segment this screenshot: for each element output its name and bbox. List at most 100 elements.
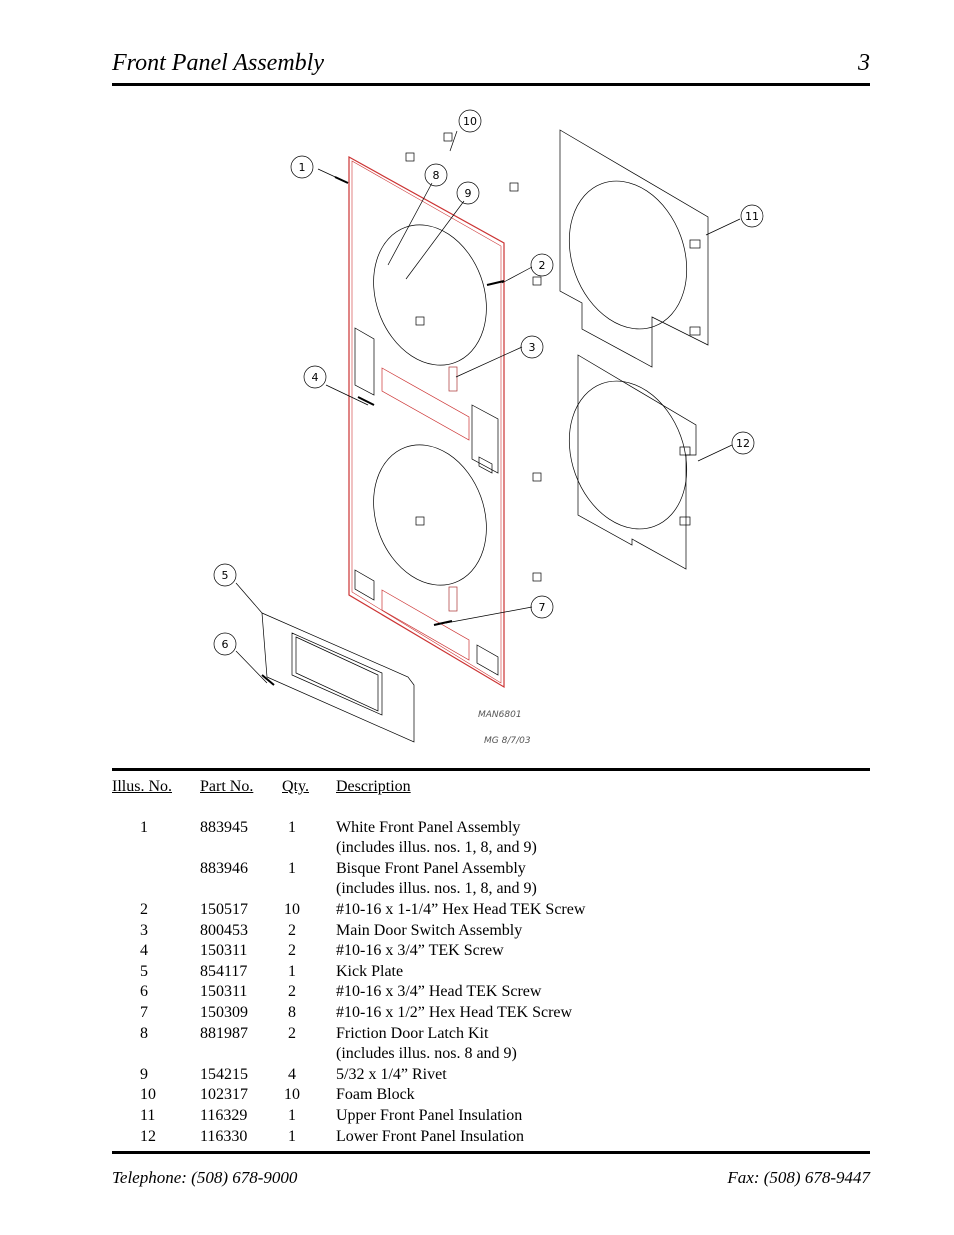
- qty-value: 2: [288, 1024, 296, 1042]
- lower-opening: [373, 444, 487, 586]
- description-cell: (includes illus. nos. 8 and 9): [336, 1045, 517, 1063]
- callout-12-label: 12: [736, 437, 750, 450]
- qty-cell: 1: [282, 1127, 336, 1148]
- callout-11-label: 11: [745, 210, 759, 223]
- part-no-cell: [200, 1044, 282, 1065]
- table-row: 7 150309 8#10-16 x 1/2” Hex Head TEK Screw: [112, 1003, 736, 1024]
- description-cell: Kick Plate: [336, 962, 404, 980]
- qty-value: 1: [288, 1127, 296, 1145]
- description-cell: Main Door Switch Assembly: [336, 921, 523, 939]
- callout-1-label: 1: [299, 161, 306, 174]
- illus-no-cell: [112, 859, 200, 880]
- header-rule: [112, 83, 870, 86]
- qty-cell: [282, 838, 336, 859]
- qty-cell: 1: [282, 1106, 336, 1127]
- illus-no-cell: 8: [140, 1024, 148, 1042]
- part-no-cell: [200, 879, 282, 900]
- callout-2-label: 2: [539, 259, 546, 272]
- part-no-cell: 883946: [200, 859, 248, 877]
- qty-cell: 2: [282, 921, 336, 942]
- qty-value: 4: [288, 1065, 296, 1083]
- callout-2-icon: [530, 253, 554, 277]
- callout-11-icon: [740, 204, 764, 228]
- page-title: Front Panel Assembly: [112, 50, 324, 76]
- callout-8-icon: [424, 163, 448, 187]
- qty-value: 10: [284, 900, 300, 918]
- header-illus: Illus. No.: [112, 778, 172, 795]
- callout-7-icon: [530, 595, 554, 619]
- qty-cell: [282, 1044, 336, 1065]
- table-bottom-rule: [112, 1151, 870, 1154]
- header-part: Part No.: [200, 778, 254, 795]
- illus-no-cell: [112, 838, 200, 859]
- illus-no-cell: 1: [140, 818, 148, 836]
- illus-no-cell: 4: [140, 942, 148, 960]
- illus-no-cell: 2: [140, 900, 148, 918]
- description-cell: #10-16 x 3/4” Head TEK Screw: [336, 983, 542, 1001]
- header-qty: Qty.: [282, 778, 309, 795]
- qty-cell: 2: [282, 941, 336, 962]
- description-cell: (includes illus. nos. 1, 8, and 9): [336, 839, 537, 857]
- qty-value: 2: [288, 942, 296, 960]
- description-cell: Bisque Front Panel Assembly: [336, 859, 526, 877]
- exploded-view-drawing: 1 2 3 4 5 6 7 8 9 10 11 12 MAN6801 MG 8/…: [112, 95, 870, 760]
- qty-cell: 4: [282, 1065, 336, 1086]
- callout-9-label: 9: [465, 187, 472, 200]
- illus-no-cell: 5: [140, 962, 148, 980]
- lower-insulation: [577, 354, 697, 570]
- illus-no-cell: 3: [140, 921, 148, 939]
- callout-4-label: 4: [312, 371, 319, 384]
- part-no-cell: 116330: [200, 1127, 248, 1145]
- illus-no-cell: [112, 1044, 200, 1065]
- header-desc: Description: [336, 778, 411, 795]
- telephone: Telephone: (508) 678-9000: [112, 1168, 298, 1187]
- qty-value: 1: [288, 818, 296, 836]
- page-header: Front Panel Assembly 3: [112, 50, 870, 84]
- callout-10-icon: [458, 109, 482, 133]
- part-no-cell: 881987: [200, 1024, 248, 1042]
- illus-no-cell: 7: [140, 1003, 148, 1021]
- qty-value: 2: [288, 983, 296, 1001]
- callout-12-icon: [731, 431, 755, 455]
- illus-no-cell: 10: [140, 1086, 156, 1104]
- description-cell: (includes illus. nos. 1, 8, and 9): [336, 880, 537, 898]
- callout-8-label: 8: [433, 169, 440, 182]
- part-no-cell: [200, 838, 282, 859]
- drawing-number: MAN6801: [478, 710, 522, 720]
- page-number: 3: [858, 50, 870, 76]
- illus-no-cell: 12: [140, 1127, 156, 1145]
- part-no-cell: 116329: [200, 1106, 248, 1124]
- qty-cell: 8: [282, 1003, 336, 1024]
- part-no-cell: 854117: [200, 962, 248, 980]
- qty-cell: 1: [282, 859, 336, 880]
- qty-cell: 2: [282, 982, 336, 1003]
- callout-1-icon: [290, 155, 314, 179]
- table-row: (includes illus. nos. 8 and 9): [112, 1044, 736, 1065]
- kick-plate: [261, 612, 415, 743]
- table-top-rule: [112, 768, 870, 771]
- description-cell: Foam Block: [336, 1086, 415, 1104]
- callout-10-label: 10: [463, 115, 477, 128]
- upper-insulation: [559, 129, 709, 368]
- description-cell: #10-16 x 1/2” Hex Head TEK Screw: [336, 1003, 573, 1021]
- callout-5-icon: [213, 563, 237, 587]
- part-no-cell: 150309: [200, 1003, 248, 1021]
- table-row: (includes illus. nos. 1, 8, and 9): [112, 879, 736, 900]
- illus-no-cell: 9: [140, 1065, 148, 1083]
- part-no-cell: 154215: [200, 1065, 248, 1083]
- description-cell: White Front Panel Assembly: [336, 818, 521, 836]
- description-cell: 5/32 x 1/4” Rivet: [336, 1065, 447, 1083]
- part-no-cell: 102317: [200, 1086, 248, 1104]
- qty-cell: 10: [282, 1085, 336, 1106]
- front-panel-outline: [348, 155, 505, 689]
- callout-6-label: 6: [222, 638, 229, 651]
